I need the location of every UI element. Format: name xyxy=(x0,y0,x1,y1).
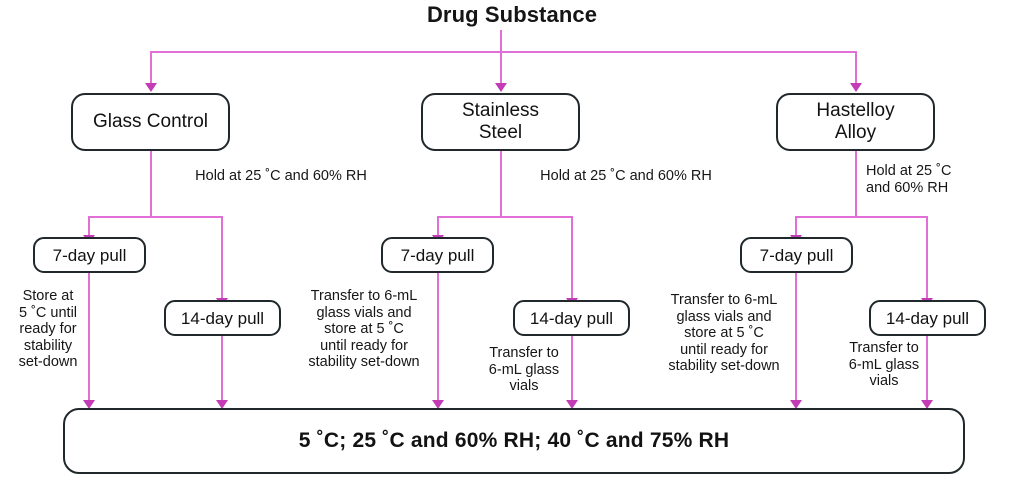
connector-stainless-to-14day xyxy=(571,216,574,301)
connector-glass14-to-conditions xyxy=(221,336,224,405)
arrowhead-root-to-glass xyxy=(145,83,157,92)
connector-stainless-split xyxy=(437,216,573,219)
connector-root-trunk xyxy=(500,30,503,52)
material-box-glass-control[interactable]: Glass Control xyxy=(71,93,230,151)
material-box-hastelloy-alloy[interactable]: Hastelloy Alloy xyxy=(776,93,935,151)
handling-note-glass-7day: Store at 5 ˚C until ready for stability … xyxy=(18,288,78,370)
pull-box-stainless-7day[interactable]: 7-day pull xyxy=(381,237,494,273)
storage-conditions-bar[interactable]: 5 ˚C; 25 ˚C and 60% RH; 40 ˚C and 75% RH xyxy=(63,408,965,474)
connector-hastelloy14-to-conditions xyxy=(926,336,929,405)
arrowhead-hastelloy7-to-conditions xyxy=(790,400,802,409)
pull-box-glass-7day[interactable]: 7-day pull xyxy=(33,237,146,273)
connector-stainless-stem xyxy=(500,151,503,217)
arrowhead-glass14-to-conditions xyxy=(216,400,228,409)
connector-hastelloy-stem xyxy=(855,151,858,217)
pull-box-glass-14day[interactable]: 14-day pull xyxy=(164,300,281,336)
page-title: Drug Substance xyxy=(426,2,598,27)
handling-note-hastelloy-7day: Transfer to 6-mL glass vials and store a… xyxy=(668,292,780,374)
arrowhead-glass7-to-conditions xyxy=(83,400,95,409)
hold-label-hastelloy-alloy: Hold at 25 ˚C and 60% RH xyxy=(866,163,952,196)
pull-box-stainless-14day[interactable]: 14-day pull xyxy=(513,300,630,336)
arrowhead-stainless14-to-conditions xyxy=(566,400,578,409)
connector-stainless14-to-conditions xyxy=(571,336,574,405)
connector-root-to-hastelloy xyxy=(855,51,858,85)
material-box-stainless-steel[interactable]: Stainless Steel xyxy=(421,93,580,151)
handling-note-stainless-14day: Transfer to 6-mL glass vials xyxy=(488,345,560,394)
connector-hastelloy-to-14day xyxy=(926,216,929,301)
handling-note-glass-14day: Transfer to 6-mL glass vials and store a… xyxy=(308,288,420,370)
connector-hastelloy7-to-conditions xyxy=(795,273,798,405)
connector-glass-to-14day xyxy=(221,216,224,301)
arrowhead-hastelloy14-to-conditions xyxy=(921,400,933,409)
connector-stainless7-to-conditions xyxy=(437,273,440,405)
connector-hastelloy-to-7day xyxy=(795,216,798,238)
connector-root-to-glass xyxy=(150,51,153,85)
connector-glass-split xyxy=(88,216,223,219)
arrowhead-root-to-stainless xyxy=(495,83,507,92)
connector-stainless-to-7day xyxy=(437,216,440,238)
connector-glass-to-7day xyxy=(88,216,91,238)
pull-box-hastelloy-7day[interactable]: 7-day pull xyxy=(740,237,853,273)
pull-box-hastelloy-14day[interactable]: 14-day pull xyxy=(869,300,986,336)
connector-root-distributor xyxy=(150,51,856,54)
connector-hastelloy-split xyxy=(795,216,928,219)
hold-label-glass-control: Hold at 25 ˚C and 60% RH xyxy=(195,168,367,184)
arrowhead-root-to-hastelloy xyxy=(850,83,862,92)
arrowhead-stainless7-to-conditions xyxy=(432,400,444,409)
handling-note-hastelloy-14day: Transfer to 6-mL glass vials xyxy=(848,340,920,389)
connector-glass-stem xyxy=(150,151,153,217)
hold-label-stainless-steel: Hold at 25 ˚C and 60% RH xyxy=(540,168,712,184)
connector-glass7-to-conditions xyxy=(88,273,91,405)
connector-root-to-stainless xyxy=(500,51,503,85)
